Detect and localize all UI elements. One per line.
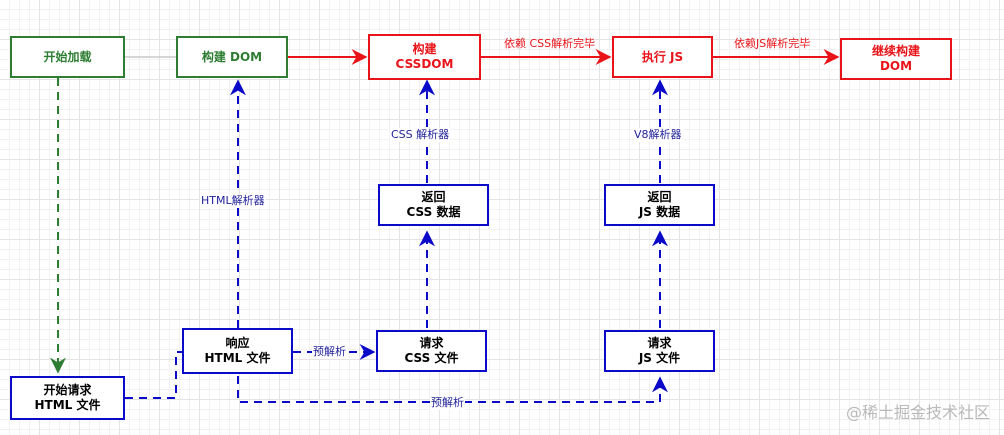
node-start-load: 开始加载: [10, 36, 125, 78]
node-exec-js: 执行 JS: [612, 36, 713, 78]
node-response-html-line1: 响应: [225, 336, 250, 350]
node-build-dom: 构建 DOM: [176, 36, 288, 78]
label-css-parser: CSS 解析器: [390, 128, 451, 142]
node-continue-dom-line1: 继续构建: [871, 44, 920, 58]
watermark: @稀土掘金技术社区: [845, 403, 990, 422]
node-continue-dom-line2: DOM: [879, 59, 913, 73]
node-request-js-line1: 请求: [647, 336, 672, 350]
node-start-load-label: 开始加载: [43, 49, 92, 64]
node-return-css-line2: CSS 数据: [406, 205, 461, 219]
node-build-cssdom-line2: CSSDOM: [395, 57, 454, 71]
label-preparse-css: 预解析: [312, 345, 347, 359]
node-request-css-line2: CSS 文件: [404, 351, 459, 365]
node-request-css-line1: 请求: [419, 336, 444, 350]
node-build-dom-label: 构建 DOM: [201, 49, 263, 64]
label-preparse-js: 预解析: [430, 396, 465, 410]
node-request-js-line2: JS 文件: [638, 351, 681, 365]
node-return-js-line1: 返回: [647, 190, 672, 204]
label-html-parser: HTML解析器: [200, 194, 266, 208]
node-return-js-line2: JS 数据: [638, 205, 681, 219]
node-build-cssdom: 构建 CSSDOM: [368, 34, 481, 80]
node-return-js: 返回 JS 数据: [604, 184, 715, 226]
node-build-cssdom-line1: 构建: [412, 42, 437, 56]
node-request-html-line2: HTML 文件: [34, 398, 101, 412]
node-request-html-line1: 开始请求: [43, 383, 92, 397]
node-continue-dom: 继续构建 DOM: [840, 38, 952, 80]
label-depends-css: 依赖 CSS解析完毕: [504, 37, 596, 50]
node-exec-js-label: 执行 JS: [641, 49, 684, 64]
node-request-html: 开始请求 HTML 文件: [10, 376, 125, 420]
edge-request-html-to-response: [125, 351, 182, 399]
label-v8-parser: V8解析器: [633, 128, 683, 142]
node-response-html: 响应 HTML 文件: [182, 328, 293, 374]
label-depends-js: 依赖JS解析完毕: [734, 37, 811, 50]
node-request-js: 请求 JS 文件: [604, 330, 715, 372]
node-response-html-line2: HTML 文件: [204, 351, 271, 365]
node-request-css: 请求 CSS 文件: [376, 330, 487, 372]
node-return-css: 返回 CSS 数据: [378, 184, 489, 226]
node-return-css-line1: 返回: [421, 190, 446, 204]
